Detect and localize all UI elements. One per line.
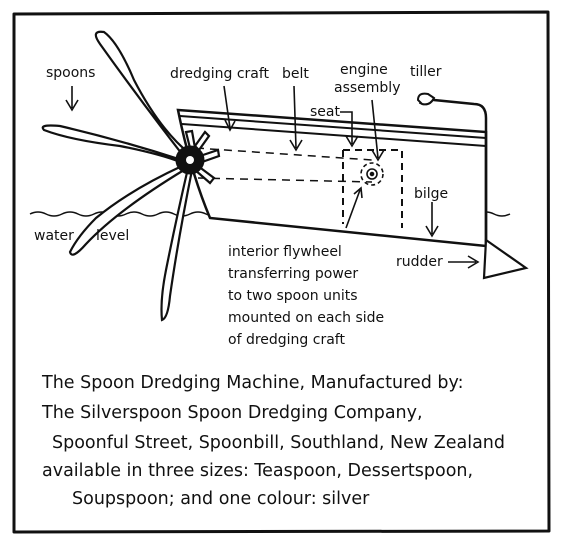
flywheel-icon (360, 162, 384, 186)
craft-rail (179, 115, 487, 147)
label-spoons: spoons (46, 65, 95, 81)
flywheel-note-line: to two spoon units (228, 288, 358, 304)
label-level: level (96, 228, 129, 244)
label-dredging-craft: dredging craft (170, 66, 270, 82)
caption-line: The Spoon Dredging Machine, Manufactured… (41, 373, 463, 393)
craft-hull (176, 108, 488, 248)
seat-engine-box (342, 149, 403, 228)
tiller-handle (416, 92, 436, 106)
label-engine: engine (340, 62, 388, 78)
leader-arrows (65, 85, 480, 269)
label-assembly: assembly (334, 80, 400, 96)
label-rudder: rudder (396, 254, 443, 270)
belt-dashed (195, 147, 373, 183)
spoon-hub-axle (186, 156, 194, 164)
flywheel-note-line: of dredging craft (228, 332, 345, 348)
caption-line: The Silverspoon Spoon Dredging Company, (41, 403, 423, 423)
label-water: water (34, 228, 74, 244)
flywheel-note: interior flywheel transferring power to … (228, 244, 384, 348)
label-belt: belt (282, 66, 309, 82)
label-bilge: bilge (414, 186, 448, 202)
flywheel-note-line: interior flywheel (228, 244, 342, 260)
caption: The Spoon Dredging Machine, Manufactured… (41, 373, 505, 509)
spoon-wheel (41, 30, 221, 322)
label-seat: seat (310, 104, 340, 120)
caption-line: available in three sizes: Teaspoon, Dess… (42, 461, 473, 481)
rudder (482, 237, 529, 280)
label-tiller: tiller (410, 64, 442, 80)
frame-border (12, 10, 551, 534)
flywheel-note-line: mounted on each side (228, 310, 384, 326)
caption-line: Soupspoon; and one colour: silver (72, 489, 370, 509)
bilge-line (209, 217, 487, 247)
flywheel-note-line: transferring power (228, 266, 358, 282)
caption-line: Spoonful Street, Spoonbill, Southland, N… (52, 433, 505, 453)
